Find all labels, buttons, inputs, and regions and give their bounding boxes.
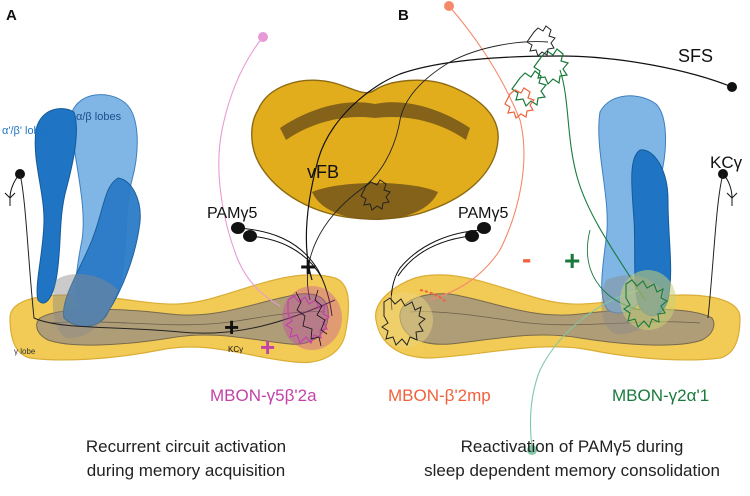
pam-plus-sign: + <box>300 251 316 282</box>
kc-plus-sign: + <box>224 312 239 342</box>
sfs-label: SFS <box>678 46 713 66</box>
mbon-gamma2-label: MBON-γ2α'1 <box>612 386 709 405</box>
pink-tract-dot <box>258 32 268 42</box>
teal-tract-dot <box>527 445 537 455</box>
mbon-gamma5-cluster <box>282 286 342 350</box>
left-gamma-core <box>36 293 329 346</box>
mbon-beta-label: MBON-β'2mp <box>388 386 491 405</box>
left-alpha-prime-beta-prime-lobe <box>34 108 77 304</box>
sfs-tract <box>305 55 733 281</box>
vfb-label: vFB <box>307 162 339 182</box>
vfb-dorsal-band <box>280 102 470 140</box>
minus-sign: - <box>522 243 531 274</box>
clusters <box>282 25 676 350</box>
kc-sign-label: KCγ <box>228 345 243 354</box>
right-kc-neuron <box>707 169 738 319</box>
caption-b-line-2: sleep dependent memory consolidation <box>424 461 720 480</box>
right-mushroom-body: KCγ <box>375 95 743 361</box>
caption-a-line-2: during memory acquisition <box>87 461 285 480</box>
tracts <box>218 1 737 455</box>
panel-a-letter: A <box>6 7 17 24</box>
teal-tract <box>529 289 641 449</box>
gamma-lobe-label: γ lobe <box>14 347 36 356</box>
mbon-gamma2-cluster <box>620 270 676 330</box>
left-pam-neuron <box>231 222 257 242</box>
left-mushroom-body: α'/β' lobes α/β lobes γ lobe <box>2 94 350 364</box>
right-pam-soma-2 <box>477 222 491 234</box>
left-lobe-overlap-shadow <box>52 274 118 339</box>
left-kc-neuron <box>4 169 336 334</box>
left-pam-soma-2 <box>243 230 257 242</box>
top-clusters <box>504 25 570 120</box>
right-pam-label: PAMγ5 <box>458 205 508 222</box>
salmon-tract <box>429 5 525 301</box>
vfb-structure: vFB <box>251 79 499 220</box>
green-plus-sign: + <box>564 245 580 276</box>
right-pam-neuron <box>465 222 491 242</box>
alpha-beta-label: α/β lobes <box>76 111 122 123</box>
alpha-prime-beta-prime-label: α'/β' lobes <box>2 125 52 137</box>
right-kc-label: KCγ <box>710 153 743 172</box>
salmon-tract-dot <box>444 1 454 11</box>
mbon-beta-cluster <box>377 289 447 348</box>
right-pam-soma-1 <box>465 230 479 242</box>
left-pam-label: PAMγ5 <box>207 205 257 222</box>
vfb-cluster <box>360 179 391 211</box>
vfb-ventral-band <box>312 183 438 220</box>
caption-b-line-1: Reactivation of PAMγ5 during <box>461 437 684 456</box>
left-pam-soma-1 <box>231 222 245 234</box>
sfs-soma <box>727 82 737 92</box>
pink-tract <box>218 37 281 307</box>
mbon-gamma5-label: MBON-γ5β'2a <box>210 386 317 405</box>
mbon-plus-sign: + <box>260 332 275 362</box>
caption-a-line-1: Recurrent circuit activation <box>86 437 286 456</box>
panel-b-letter: B <box>398 7 409 24</box>
